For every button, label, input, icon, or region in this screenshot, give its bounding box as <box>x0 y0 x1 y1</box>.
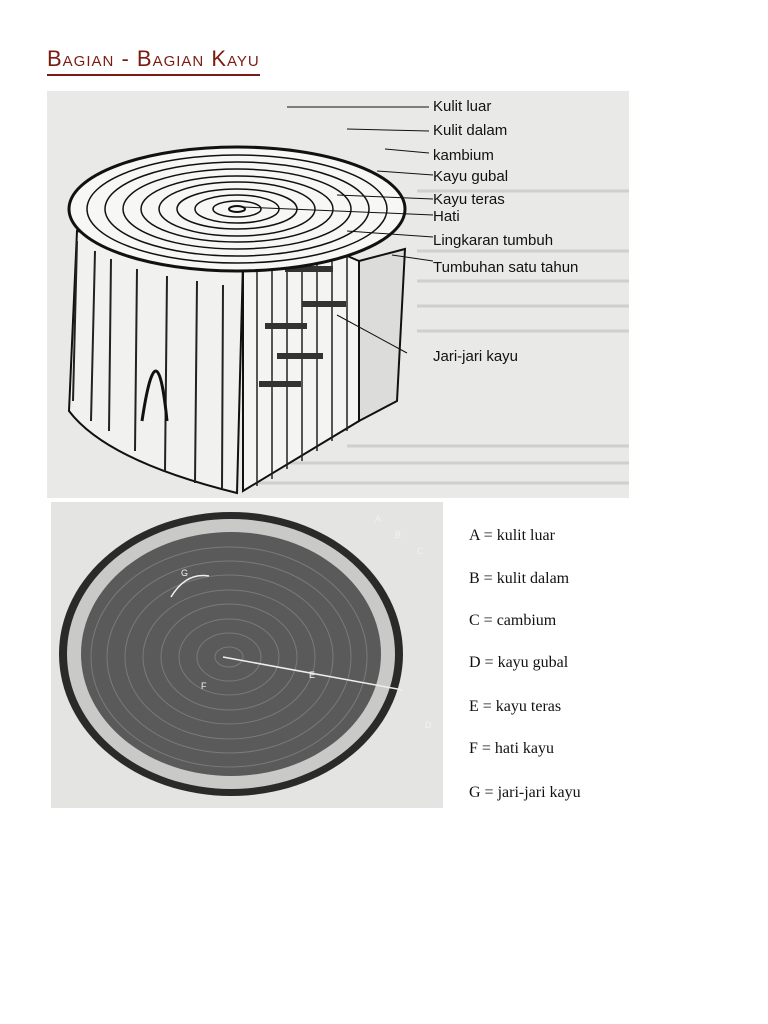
label-kayu-gubal: Kayu gubal <box>433 168 508 185</box>
legend: A = kulit luar B = kulit dalam C = cambi… <box>469 527 581 801</box>
legend-f: F = hati kayu <box>469 740 554 757</box>
legend-b: B = kulit dalam <box>469 570 570 587</box>
legend-c: C = cambium <box>469 612 557 629</box>
page-title: Bagian - Bagian Kayu <box>47 46 260 76</box>
label-kulit-dalam: Kulit dalam <box>433 122 507 139</box>
label-kayu-teras: Kayu teras <box>433 191 505 208</box>
log-illustration-svg: Kulit luar Kulit dalam kambium Kayu guba… <box>67 98 629 495</box>
legend-e: E = kayu teras <box>469 698 561 715</box>
trunk-photo-svg: A B C D E F G <box>59 512 432 796</box>
marker-c: C <box>417 546 424 556</box>
photo-growth-rings <box>90 546 368 768</box>
diagram-labels: Kulit luar Kulit dalam kambium Kayu guba… <box>433 98 578 365</box>
log-bark-texture <box>72 240 224 490</box>
label-tumbuhan-satu-tahun: Tumbuhan satu tahun <box>433 259 578 276</box>
log-bark-right <box>358 247 407 423</box>
label-kambium: kambium <box>433 147 494 164</box>
legend-g: G = jari-jari kayu <box>469 784 581 801</box>
log-bark-crack <box>140 369 169 422</box>
label-kulit-luar: Kulit luar <box>433 98 491 115</box>
top-face-rings <box>67 145 407 273</box>
marker-g: G <box>181 568 188 578</box>
photo-marker-lines <box>170 574 404 691</box>
legend-a: A = kulit luar <box>469 527 556 544</box>
marker-a: A <box>375 514 381 524</box>
label-jari-jari-kayu: Jari-jari kayu <box>433 348 518 365</box>
marker-e: E <box>309 670 315 680</box>
marker-b: B <box>395 530 401 540</box>
legend-svg: A = kulit luar B = kulit dalam C = cambi… <box>469 527 581 801</box>
background-scan-texture <box>247 189 629 485</box>
callout-lines <box>242 106 434 354</box>
trunk-photo-panel: A B C D E F G A = kulit luar B = kulit d… <box>47 502 629 808</box>
label-lingkaran-tumbuh: Lingkaran tumbuh <box>433 232 553 249</box>
log-bark-body <box>67 229 245 495</box>
marker-f: F <box>201 681 207 691</box>
log-cross-section-illustration: Kulit luar Kulit dalam kambium Kayu guba… <box>47 91 629 498</box>
wood-ray-marks <box>259 266 346 387</box>
trunk-photo: A B C D E F G <box>51 502 443 808</box>
legend-d: D = kayu gubal <box>469 654 569 671</box>
marker-d: D <box>425 720 432 730</box>
photo-markers: A B C D E F G <box>181 514 432 730</box>
label-hati: Hati <box>433 208 460 225</box>
cut-section-grain <box>256 221 348 486</box>
